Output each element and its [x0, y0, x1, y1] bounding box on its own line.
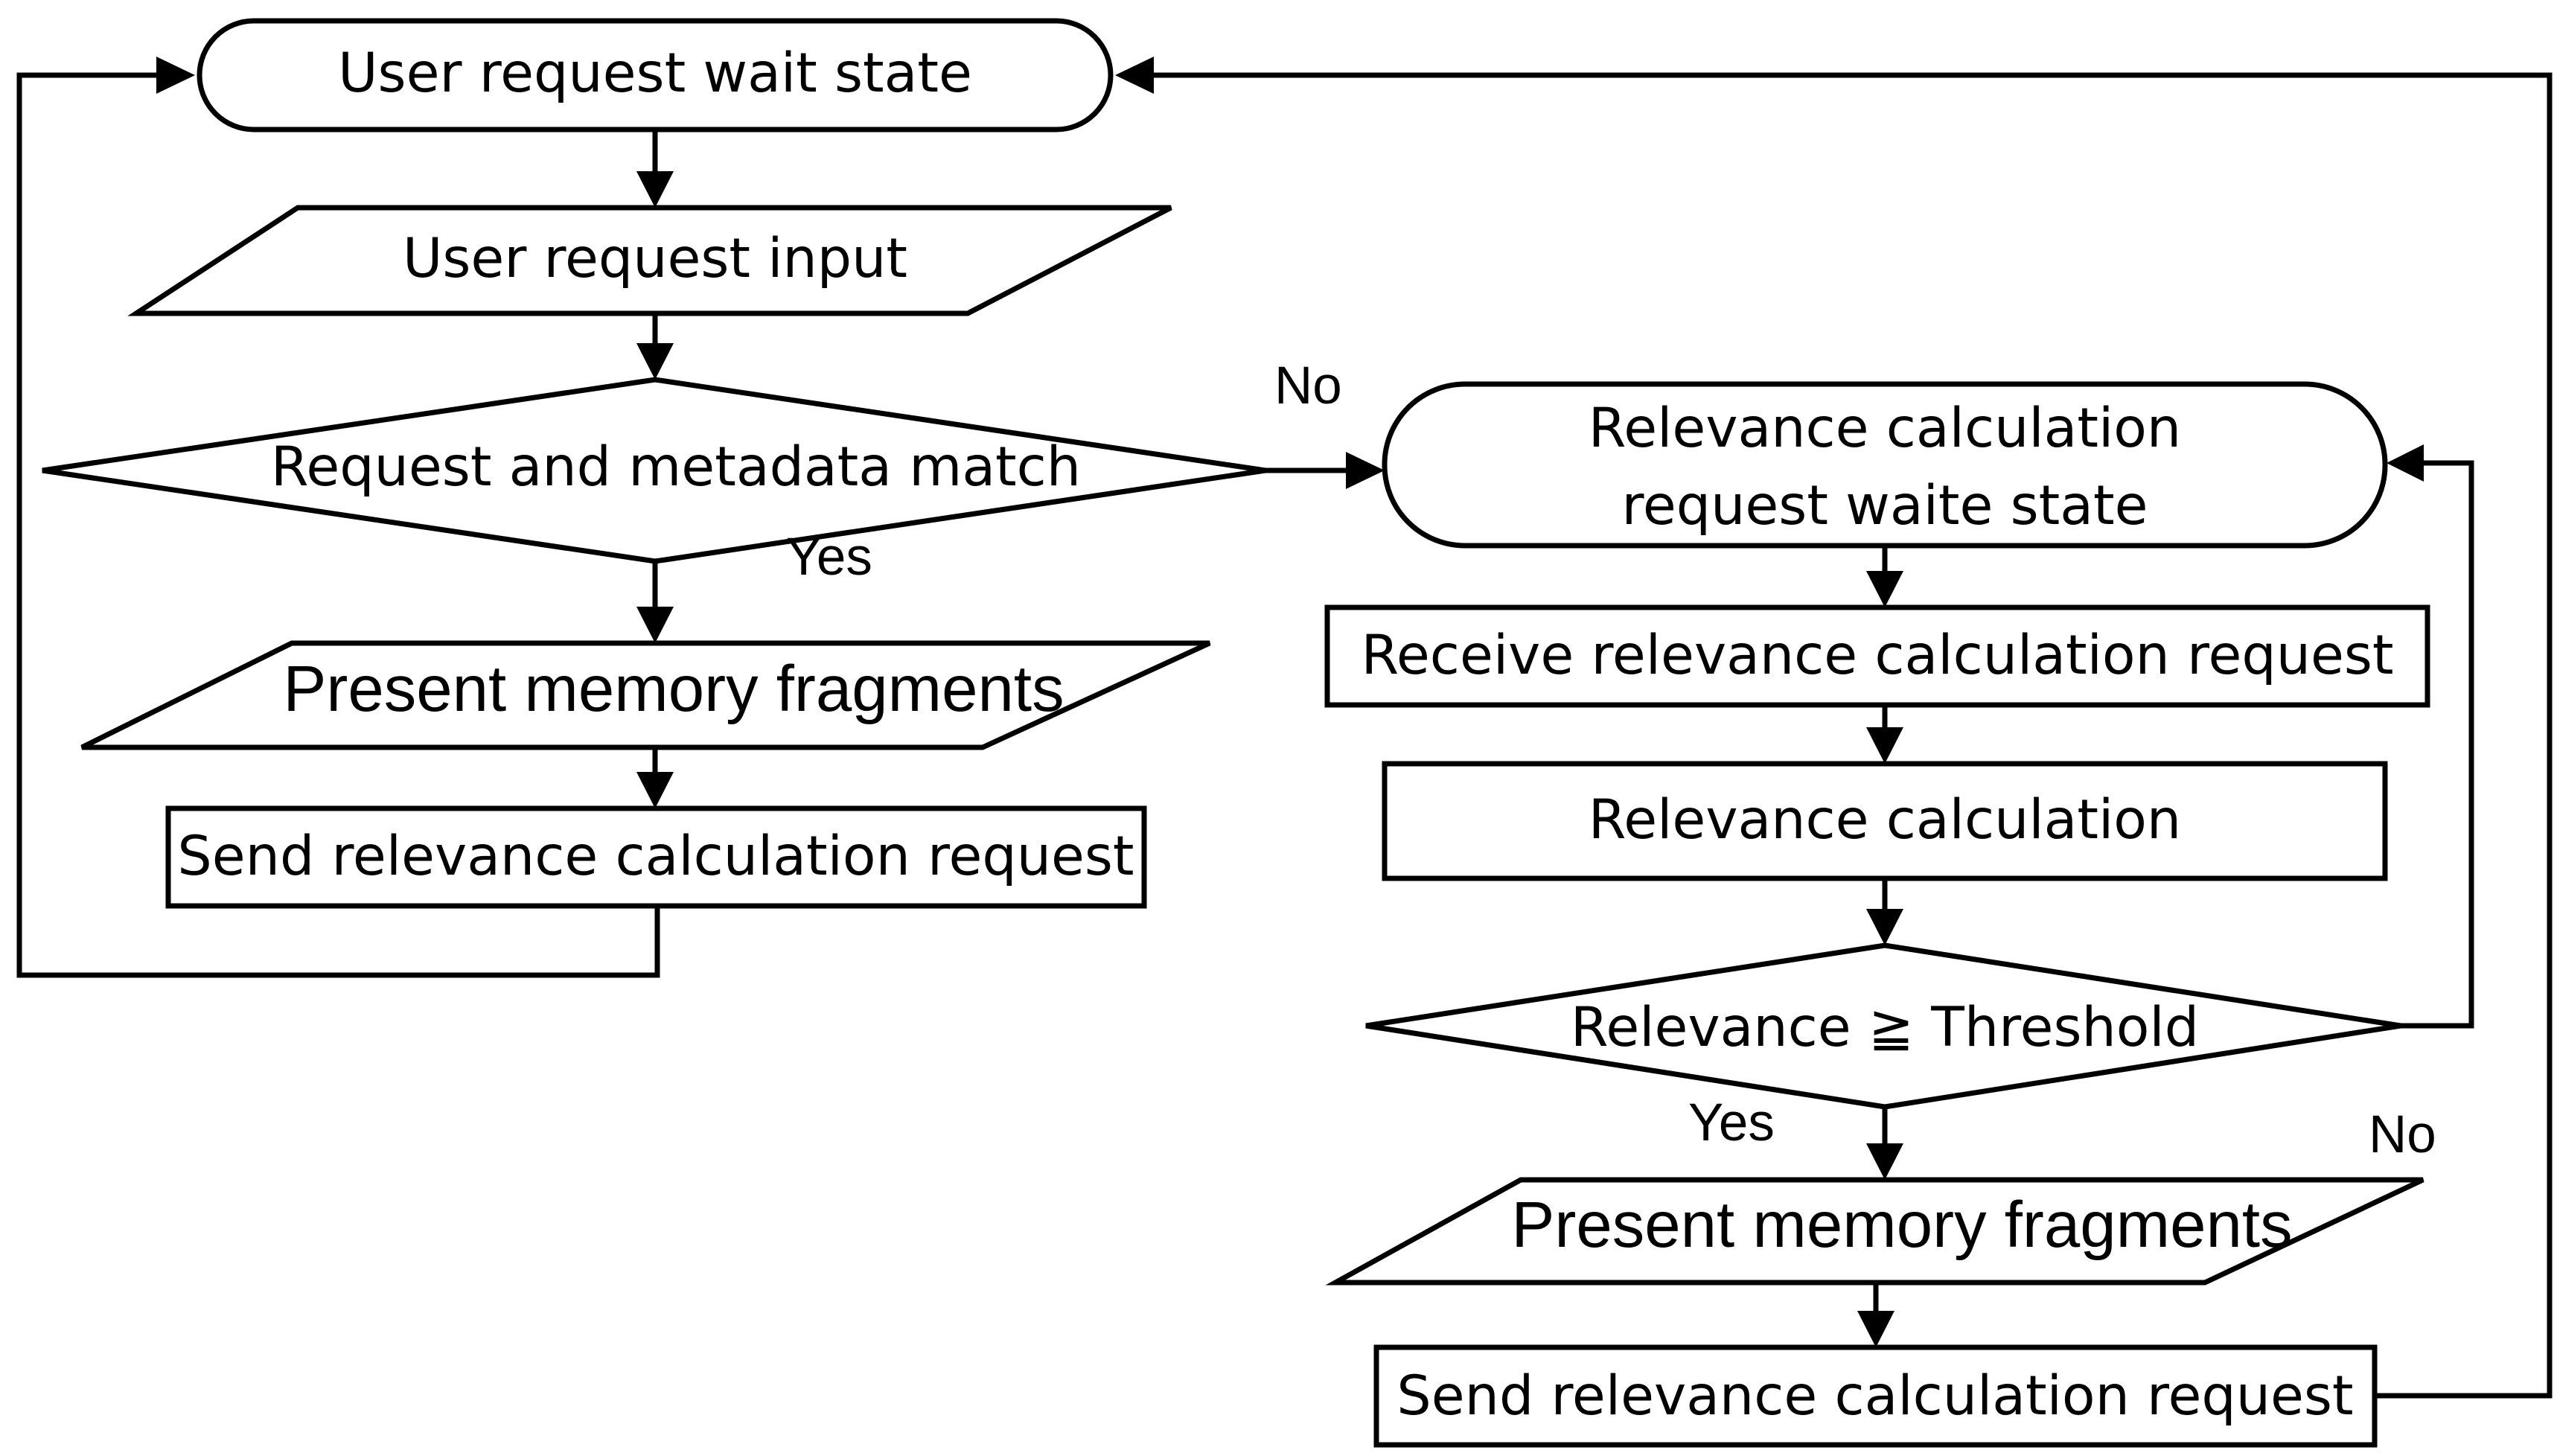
arrow-into-send: [636, 772, 674, 808]
arrow-into-right-present: [1866, 1143, 1903, 1180]
arrow-into-decision: [636, 343, 674, 380]
relevance-threshold-decision: Relevance ≧ Threshold: [1365, 942, 2401, 1110]
relevance-wait-state-line1: Relevance calculation: [1589, 397, 2181, 460]
connector-right-send-loop-to-start: [1154, 72, 2553, 1399]
relevance-calculation-node: Relevance calculation: [1382, 761, 2388, 881]
right-present-memory-fragments-label: Present memory fragments: [1511, 1189, 2292, 1261]
left-send-request-node: Send relevance calculation request: [165, 805, 1147, 909]
left-send-request-label: Send relevance calculation request: [177, 825, 1134, 888]
arrow-into-input: [636, 171, 674, 208]
user-request-input-node: User request input: [127, 205, 1172, 316]
right-decision-yes-label: Yes: [1688, 1093, 1775, 1152]
arrow-loop-into-wait-state: [2387, 444, 2424, 482]
left-decision-no-label: No: [1274, 357, 1342, 415]
relevance-wait-state-terminal: Relevance calculation request waite stat…: [1382, 381, 2388, 549]
arrow-loop-into-start: [156, 57, 195, 94]
request-metadata-match-label: Request and metadata match: [271, 435, 1081, 499]
right-present-memory-fragments-node: Present memory fragments: [1325, 1177, 2424, 1286]
right-send-request-node: Send relevance calculation request: [1373, 1344, 2378, 1448]
relevance-calculation-label: Relevance calculation: [1589, 788, 2181, 852]
arrow-loop-into-start-right: [1115, 57, 1154, 94]
arrow-into-right-send: [1857, 1311, 1894, 1347]
arrow-into-wait-state: [1346, 452, 1385, 489]
arrow-into-threshold: [1866, 909, 1903, 945]
connector-send-loop-to-start: [16, 72, 660, 978]
right-send-request-label: Send relevance calculation request: [1396, 1364, 2353, 1428]
connector-threshold-no-loop: [2401, 460, 2474, 1029]
user-request-wait-state-label: User request wait state: [338, 42, 972, 105]
right-decision-no-label: No: [2369, 1105, 2436, 1164]
left-decision-yes-label: Yes: [786, 528, 872, 587]
relevance-wait-state-line2: request waite state: [1621, 474, 2148, 537]
user-request-input-label: User request input: [403, 227, 907, 290]
user-request-wait-state-terminal: User request wait state: [197, 18, 1114, 132]
left-present-memory-fragments-label: Present memory fragments: [283, 653, 1064, 725]
receive-request-node: Receive relevance calculation request: [1324, 604, 2430, 708]
arrow-into-present: [636, 607, 674, 643]
relevance-threshold-label: Relevance ≧ Threshold: [1571, 996, 2199, 1059]
left-present-memory-fragments-node: Present memory fragments: [80, 640, 1211, 750]
arrow-into-calc: [1866, 727, 1903, 764]
receive-request-label: Receive relevance calculation request: [1361, 624, 2393, 687]
arrow-into-receive: [1866, 571, 1903, 607]
request-metadata-match-decision: Request and metadata match: [42, 377, 1266, 564]
